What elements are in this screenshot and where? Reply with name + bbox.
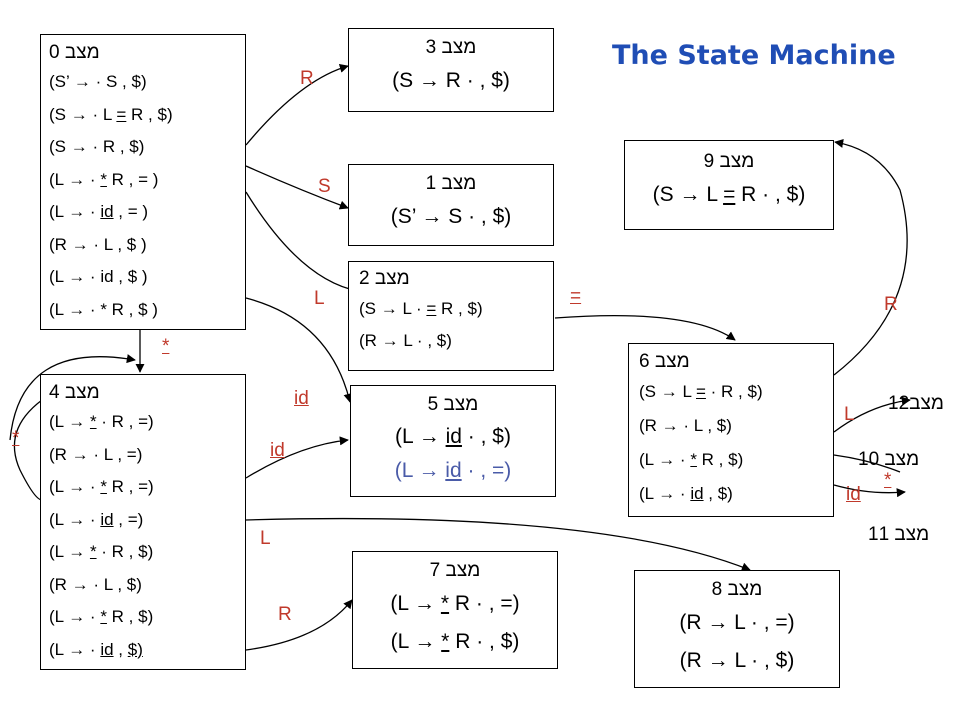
state-title: מצב 3 (425, 37, 477, 58)
label-s0-s1: S (318, 176, 331, 197)
label-s6-s11: id (846, 484, 861, 505)
state-1: מצב 1 (S’ → S · , $) (348, 164, 554, 246)
state-9: מצב 9 (S → L = R · , $) (624, 140, 834, 230)
item: (S → L · = R , $) (359, 299, 483, 318)
item: (S → R · , $) (392, 69, 510, 92)
item: (L → · id , = ) (49, 202, 149, 221)
state-7: מצב 7 (L → * R · , =) (L → * R · , $) (352, 551, 558, 669)
arrow-s0-s5 (245, 297, 353, 403)
arrow-s4-s5 (245, 436, 349, 479)
state-title: מצב 0 (49, 42, 100, 63)
item: (R → · L , $) (639, 416, 732, 435)
arrow-s0-s2 (245, 191, 359, 294)
state-4: מצב 4 (L → * · R , =) (R → · L , =) (L →… (40, 374, 246, 670)
label-s0-s5: id (294, 388, 309, 409)
item: (R → L · , $) (359, 331, 452, 350)
state-title: מצב 1 (425, 173, 477, 194)
item: (S’ → · S , $) (49, 72, 147, 91)
item: (R → L · , =) (679, 611, 795, 634)
item: (S → · R , $) (49, 137, 145, 156)
item: (R → · L , =) (49, 444, 143, 464)
state-title: מצב 2 (359, 268, 410, 289)
item: (L → * · R , =) (49, 412, 154, 431)
item: (L → · id , $) (639, 484, 733, 503)
arrow-s6-s9 (833, 138, 908, 376)
state-title: מצב 7 (429, 560, 481, 581)
item: (L → * R · , =) (390, 592, 520, 615)
state-title: מצב 4 (49, 382, 100, 403)
item: (L → id · , =) (394, 459, 512, 482)
item: (L → * · R , $) (49, 542, 154, 561)
item: (L → · id , $) (49, 639, 143, 659)
label-s6-s10: * (884, 470, 892, 491)
diagram-title: The State Machine (612, 40, 896, 71)
item: (L → * R · , $) (390, 630, 520, 653)
item: (S → L = R · , $) (652, 183, 806, 206)
item: (S’ → S · , $) (390, 205, 512, 228)
arrow-s0-s1 (245, 165, 349, 210)
item: (S → · L = R , $) (49, 104, 173, 124)
state-title: מצב 9 (703, 151, 755, 172)
label-s4-s7: R (278, 604, 292, 625)
item: (L → · id , =) (49, 509, 144, 529)
label-s6-s12: L (844, 404, 855, 425)
item: (L → · * R , $ ) (49, 299, 158, 319)
arrow-s4-s8 (245, 517, 751, 572)
item: (R → L · , $) (679, 649, 795, 672)
label-s6-s9: R (884, 294, 898, 315)
arrow-s4-s4-top (9, 354, 136, 441)
label-s0-s2: L (314, 288, 325, 309)
item: (L → · id , $ ) (49, 267, 148, 286)
arrow-s0-s3 (245, 63, 349, 146)
state-title: מצב 5 (427, 394, 479, 415)
state-title: מצב 8 (711, 579, 763, 600)
state-5: מצב 5 (L → id · , $) (L → id · , =) (350, 385, 556, 497)
item: (L → id · , $) (395, 425, 511, 448)
item: (L → · * R , = ) (49, 169, 159, 189)
label-s4-s8: L (260, 528, 271, 549)
item: (L → · * R , =) (49, 477, 154, 496)
state-6: מצב 6 (S → L = · R , $) (R → · L , $) (L… (628, 343, 834, 517)
state-title: מצב 6 (639, 351, 690, 372)
label-s2-s6: = (570, 286, 582, 307)
arrow-s6-s11 (833, 484, 906, 498)
arrow-s4-s4 (13, 399, 43, 501)
label-s0-s3: R (300, 68, 314, 89)
arrow-s6-s12 (833, 396, 911, 433)
label-s0-s4: * (162, 336, 170, 357)
item: (S → L = · R , $) (639, 382, 763, 401)
target-state-11: 11 מצב (868, 524, 930, 545)
label-s4-s4: * (12, 428, 20, 449)
state-0: מצב 0 (S’ → · S , $) (S → · L = R , $) (… (40, 34, 246, 330)
item: (R → · L , $) (49, 574, 142, 594)
target-state-12: 12מצב (888, 393, 944, 414)
arrow-s2-s6 (554, 314, 736, 341)
label-s4-s5: id (270, 440, 285, 461)
state-3: מצב 3 (S → R · , $) (348, 28, 554, 112)
item: (R → · L , $ ) (49, 234, 147, 254)
item: (L → · * R , $) (49, 607, 154, 626)
arrow-s4-s7 (245, 599, 353, 651)
arrow-s6-s10 (833, 454, 901, 473)
item: (L → · * R , $) (639, 450, 744, 469)
state-2: מצב 2 (S → L · = R , $) (R → L · , $) (348, 261, 554, 371)
state-8: מצב 8 (R → L · , =) (R → L · , $) (634, 570, 840, 688)
target-state-10: 10 מצב (858, 449, 920, 470)
